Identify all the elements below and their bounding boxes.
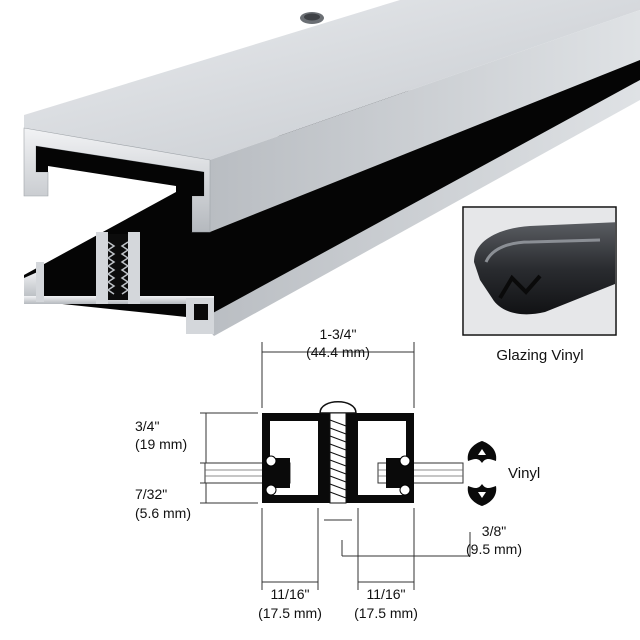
- dim-left-channel-metric: (17.5 mm): [258, 605, 322, 621]
- dim-height-imperial: 3/4": [135, 418, 159, 434]
- screw-channel: [106, 234, 130, 300]
- dim-gap-metric: (9.5 mm): [466, 541, 522, 557]
- cap-front-face: [23, 127, 211, 233]
- cap-top-face: [24, 0, 640, 160]
- inset-caption: Glazing Vinyl: [496, 347, 583, 364]
- base-rail-edge: [200, 80, 640, 336]
- cap-side-face: [210, 10, 640, 232]
- vinyl-label: Vinyl: [508, 465, 540, 482]
- dim-width-imperial: 1-3/4": [320, 326, 357, 342]
- dim-base-metric: (5.6 mm): [135, 505, 191, 521]
- vinyl-symbol-top-icon: [467, 441, 497, 463]
- dim-gap-imperial: 3/8": [482, 523, 506, 539]
- dimension-lines: [200, 342, 471, 590]
- dim-base-imperial: 7/32": [135, 486, 167, 502]
- vinyl-gaskets: [265, 455, 411, 496]
- cross-section-drawing: Vinyl: [135, 326, 540, 621]
- dim-right-channel-imperial: 11/16": [367, 586, 406, 602]
- dim-left-channel-imperial: 11/16": [271, 586, 310, 602]
- extrusion-3d-view: [23, 0, 640, 336]
- dimension-labels: 1-3/4" (44.4 mm) 3/4" (19 mm) 7/32" (5.6…: [135, 326, 522, 621]
- dim-right-channel-metric: (17.5 mm): [354, 605, 418, 621]
- vinyl-symbol-bottom-icon: [467, 484, 497, 506]
- dim-width-metric: (44.4 mm): [306, 344, 370, 360]
- center-screw: [319, 401, 357, 504]
- glazing-vinyl-inset: Glazing Vinyl: [462, 206, 617, 364]
- dim-height-metric: (19 mm): [135, 436, 187, 452]
